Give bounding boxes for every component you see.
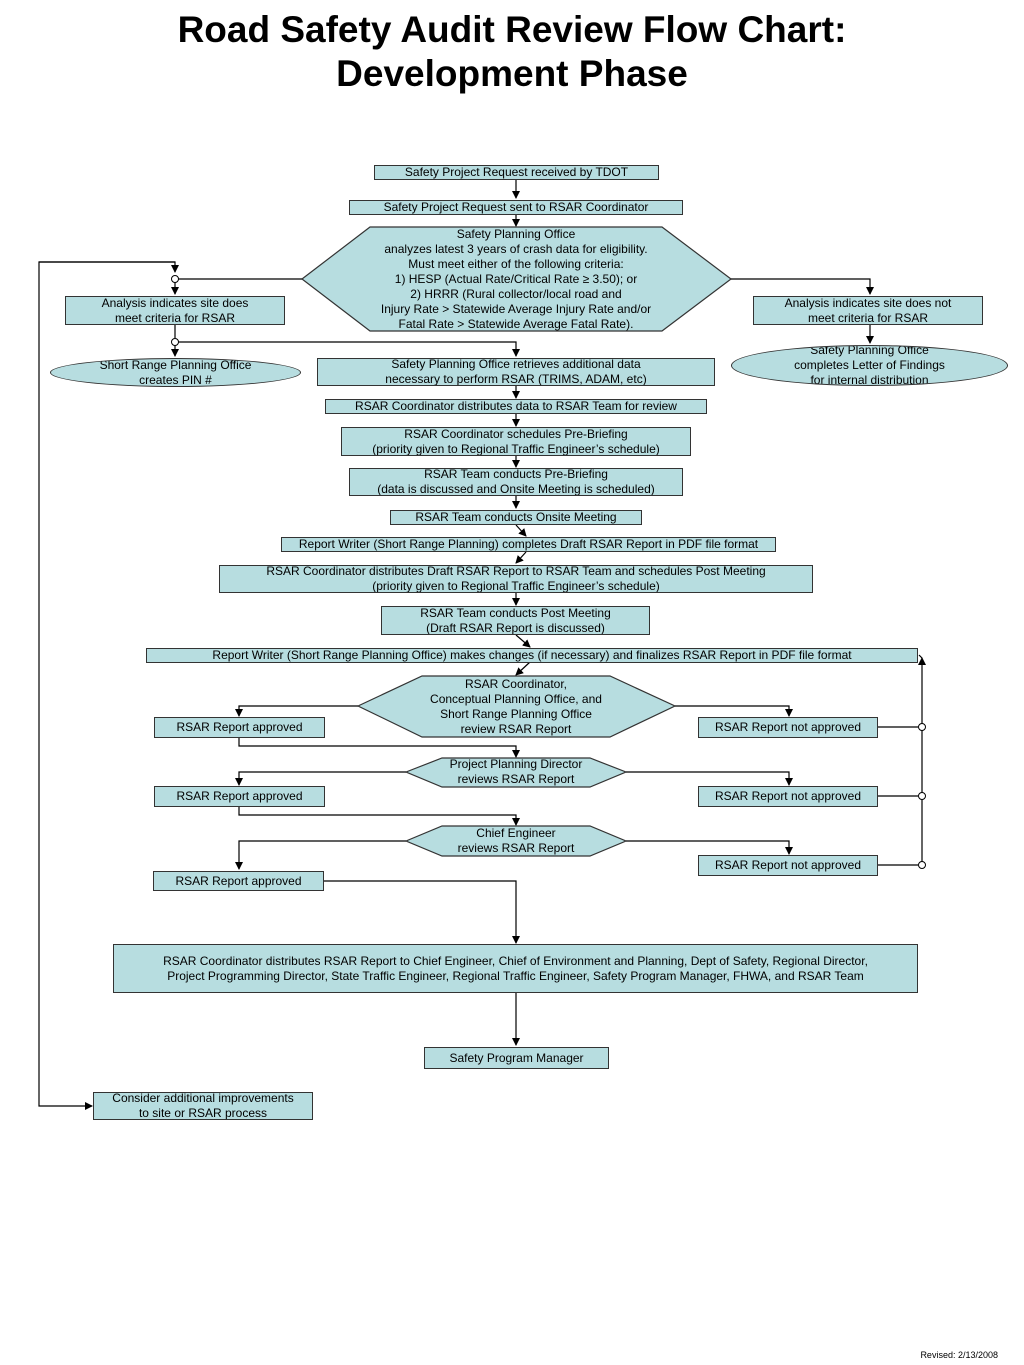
not-approved3-label: RSAR Report not approved [714, 858, 862, 872]
consider-improvements-line: to site or RSAR process [138, 1106, 268, 1120]
draft-report-label: Report Writer (Short Range Planning) com… [298, 537, 759, 551]
onsite-meeting-label: RSAR Team conducts Onsite Meeting [415, 510, 617, 524]
letter-of-findings-line: completes Letter of Findings [794, 358, 945, 372]
meets-criteria-box: Analysis indicates site does meet criter… [65, 296, 285, 325]
approved1-box: RSAR Report approved [154, 717, 325, 738]
review3-line: Chief Engineer [476, 826, 556, 840]
retrieve-data-line: Safety Planning Office retrieves additio… [391, 358, 641, 371]
create-pin-line: Short Range Planning Office [99, 358, 252, 372]
distribute-data-label: RSAR Coordinator distributes data to RSA… [355, 399, 677, 413]
schedule-prebriefing-line: (priority given to Regional Traffic Engi… [372, 441, 660, 456]
program-manager-box: Safety Program Manager [424, 1047, 609, 1069]
review1-line: Conceptual Planning Office, and [430, 691, 602, 706]
create-pin-oval: Short Range Planning Office creates PIN … [50, 358, 301, 387]
not-approved2-label: RSAR Report not approved [714, 789, 862, 803]
final-distribution-line: RSAR Coordinator distributes RSAR Report… [163, 953, 868, 968]
program-manager-label: Safety Program Manager [449, 1050, 584, 1065]
distribute-draft-line: RSAR Coordinator distributes Draft RSAR … [266, 565, 766, 578]
conduct-prebriefing-box: RSAR Team conducts Pre-Briefing (data is… [349, 468, 683, 496]
finalize-report-label: Report Writer (Short Range Planning Offi… [212, 648, 852, 662]
spo-decision-line: Must meet either of the following criter… [408, 256, 624, 271]
conduct-prebriefing-line: (data is discussed and Onsite Meeting is… [377, 482, 655, 496]
post-meeting-line: (Draft RSAR Report is discussed) [426, 620, 605, 635]
meets-criteria-line: Analysis indicates site does [101, 296, 249, 310]
spo-decision-line: analyzes latest 3 years of crash data fo… [384, 241, 648, 256]
review1-line: review RSAR Report [460, 721, 572, 736]
create-pin-line: creates PIN # [139, 372, 212, 387]
request-received-box: Safety Project Request received by TDOT [374, 165, 659, 180]
review1-line: RSAR Coordinator, [464, 676, 568, 691]
approved3-label: RSAR Report approved [175, 873, 302, 888]
review2-line: reviews RSAR Report [457, 772, 575, 786]
spo-decision-line: Fatal Rate > Statewide Average Fatal Rat… [398, 316, 634, 331]
final-distribution-line: Project Programming Director, State Traf… [167, 968, 864, 983]
retrieve-data-box: Safety Planning Office retrieves additio… [317, 358, 715, 386]
page-title: Road Safety Audit Review Flow Chart: Dev… [0, 8, 1024, 96]
junction-dot [918, 723, 926, 731]
letter-of-findings-line: Safety Planning Office [810, 345, 929, 357]
not-approved1-label: RSAR Report not approved [714, 720, 862, 734]
schedule-prebriefing-box: RSAR Coordinator schedules Pre-Briefing … [341, 427, 691, 456]
finalize-report-box: Report Writer (Short Range Planning Offi… [146, 648, 918, 663]
not-approved2-box: RSAR Report not approved [698, 786, 878, 807]
not-meets-criteria-line: Analysis indicates site does not [784, 296, 952, 310]
spo-decision-line: Safety Planning Office [456, 226, 576, 241]
request-sent-box: Safety Project Request sent to RSAR Coor… [349, 200, 683, 215]
post-meeting-line: RSAR Team conducts Post Meeting [420, 606, 611, 620]
onsite-meeting-box: RSAR Team conducts Onsite Meeting [390, 510, 642, 525]
spo-decision-line: Injury Rate > Statewide Average Injury R… [380, 301, 652, 316]
title-line-1: Road Safety Audit Review Flow Chart: [177, 9, 847, 50]
meets-criteria-line: meet criteria for RSAR [114, 310, 236, 325]
spo-decision-line: 1) HESP (Actual Rate/Critical Rate ≥ 3.5… [394, 271, 638, 286]
final-distribution-box: RSAR Coordinator distributes RSAR Report… [113, 944, 918, 993]
approved3-box: RSAR Report approved [153, 871, 324, 891]
post-meeting-box: RSAR Team conducts Post Meeting (Draft R… [381, 606, 650, 635]
not-approved3-box: RSAR Report not approved [698, 855, 878, 876]
approved2-label: RSAR Report approved [176, 789, 303, 803]
review2-decision: Project Planning Director reviews RSAR R… [430, 757, 602, 787]
request-sent-label: Safety Project Request sent to RSAR Coor… [383, 200, 649, 214]
not-meets-criteria-line: meet criteria for RSAR [807, 310, 929, 325]
letter-of-findings-line: for internal distribution [810, 373, 929, 386]
distribute-draft-line: (priority given to Regional Traffic Engi… [372, 579, 660, 593]
consider-improvements-box: Consider additional improvements to site… [93, 1092, 313, 1120]
conduct-prebriefing-line: RSAR Team conducts Pre-Briefing [424, 468, 608, 481]
not-approved1-box: RSAR Report not approved [698, 717, 878, 738]
schedule-prebriefing-line: RSAR Coordinator schedules Pre-Briefing [404, 427, 628, 441]
review1-decision: RSAR Coordinator, Conceptual Planning Of… [400, 676, 632, 737]
title-line-2: Development Phase [336, 53, 688, 94]
not-meets-criteria-box: Analysis indicates site does not meet cr… [753, 296, 983, 325]
spo-decision: Safety Planning Office analyzes latest 3… [330, 226, 702, 332]
spo-decision-line: 2) HRRR (Rural collector/local road and [410, 286, 622, 301]
approved1-label: RSAR Report approved [176, 720, 303, 734]
retrieve-data-line: necessary to perform RSAR (TRIMS, ADAM, … [385, 372, 647, 386]
junction-dot [171, 338, 179, 346]
request-received-label: Safety Project Request received by TDOT [404, 165, 629, 179]
junction-dot [918, 792, 926, 800]
distribute-data-box: RSAR Coordinator distributes data to RSA… [325, 399, 707, 414]
junction-dot [918, 861, 926, 869]
letter-of-findings-oval: Safety Planning Office completes Letter … [731, 345, 1008, 386]
review3-decision: Chief Engineer reviews RSAR Report [430, 826, 602, 856]
revised-date: Revised: 2/13/2008 [920, 1350, 998, 1360]
distribute-draft-box: RSAR Coordinator distributes Draft RSAR … [219, 565, 813, 593]
review1-line: Short Range Planning Office [440, 706, 592, 721]
review3-line: reviews RSAR Report [457, 841, 575, 855]
draft-report-box: Report Writer (Short Range Planning) com… [281, 537, 776, 552]
junction-dot [171, 275, 179, 283]
review2-line: Project Planning Director [449, 757, 583, 771]
approved2-box: RSAR Report approved [154, 786, 325, 807]
consider-improvements-line: Consider additional improvements [112, 1092, 294, 1105]
